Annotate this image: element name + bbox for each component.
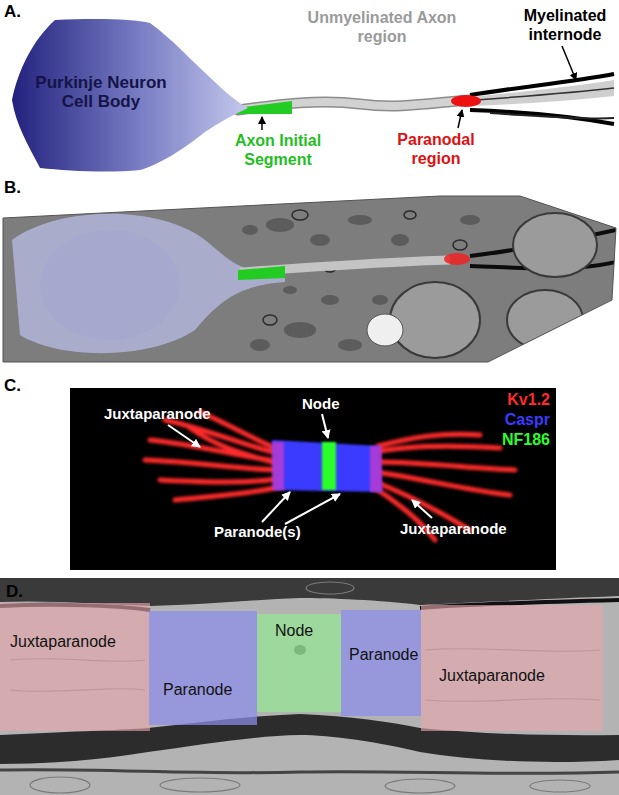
paranode-band: Paranode [149,611,257,725]
legend-swatch: Kv1.2 [507,391,550,409]
leader-arrow [322,414,328,438]
paranodal-region [451,95,481,107]
structure-label: Juxtaparanode [400,520,507,537]
soma-overlay [12,214,285,353]
cell-body: Purkinje Neuron Cell Body [8,15,250,175]
overlap-stain [272,442,284,490]
leader-arrow [562,46,576,80]
structure-label: Paranode(s) [214,523,301,540]
panel-d-micrograph [0,578,619,795]
node-label: Purkinje Neuron Cell Body [26,73,176,111]
kv12-stain-left [145,412,285,500]
region-label: Axon Initial Segment [222,131,334,169]
juxtaparanode-band: Juxtaparanode [0,603,150,731]
kv12-stain-right [375,434,515,540]
region-label: Myelinated internode [512,6,618,44]
panel-letter: B. [4,178,21,198]
em-background [0,578,619,795]
em-background [0,190,619,370]
paranodal-region [444,253,470,265]
panel-letter: C. [4,376,21,396]
panel-letter: A. [4,2,21,22]
overlap-stain [370,446,382,492]
structure-label: Juxtaparanode [104,405,211,422]
myelin-sheath [470,74,614,95]
cell-body-outline [12,19,248,171]
legend-text: Caspr [505,411,550,428]
panel-letter: D. [6,582,23,602]
structure-label: Node [302,395,340,412]
micrograph-border [3,196,616,362]
paranode-band: Paranode [341,610,421,716]
legend-swatch: Caspr [505,411,550,429]
leader-arrow [168,425,200,447]
node-label: Juxtaparanode [10,633,116,651]
vessel-lumen [367,314,403,346]
node-label: Juxtaparanode [439,667,545,685]
panel-a-art [236,46,614,130]
nf186-stain [322,442,336,490]
cell-nucleus [390,282,480,358]
node-label: Paranode [349,646,418,664]
panel-c-fluorescence [70,388,556,570]
leader-arrow [262,492,290,522]
panel-b-micrograph [0,190,619,370]
cell-nucleus [513,213,597,277]
myelin-sheath [476,88,614,100]
legend-swatch: NF186 [502,431,550,449]
node-band: Node [257,614,341,712]
leader-arrow [261,117,263,130]
caspr-stain [272,440,382,492]
myelin-sheath [0,770,619,774]
node-label: Paranode [163,681,232,699]
axon-initial-segment [238,266,285,280]
nucleus [40,230,180,340]
myelin-sheath [470,110,614,124]
leader-arrow [285,494,340,524]
region-label: Paranodal region [380,130,492,168]
fluorescence-background [70,388,556,570]
legend-text: NF186 [502,431,550,448]
region-label: Unmyelinated Axon region [300,8,464,46]
legend-text: Kv1.2 [507,391,550,408]
node-label: Node [275,622,313,640]
leader-arrow [412,500,432,518]
juxtaparanode-band: Juxtaparanode [421,605,603,731]
leader-arrow [458,110,462,128]
myelin-sheath [490,113,614,119]
